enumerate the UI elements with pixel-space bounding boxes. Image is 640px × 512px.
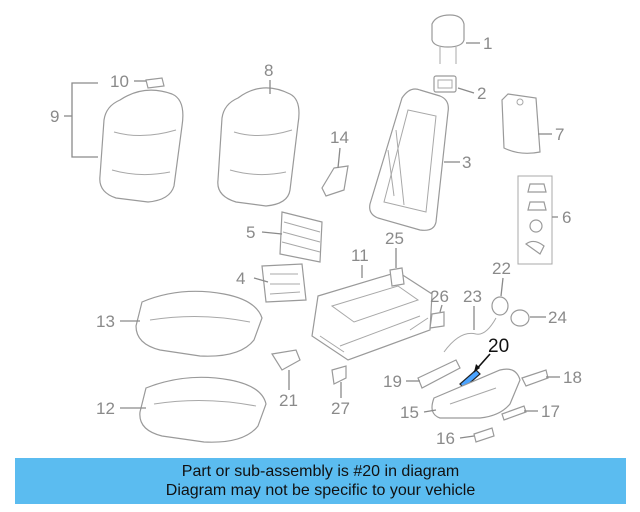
callout-numbers: 1 2 3 4 5 6 7 8 9 10 11 12 13 14 15 16 1… <box>50 34 582 448</box>
callout-8: 8 <box>264 61 273 80</box>
callout-26: 26 <box>430 287 449 306</box>
callout-13: 13 <box>96 312 115 331</box>
info-banner: Part or sub-assembly is #20 in diagram D… <box>15 458 626 504</box>
cap2-part <box>473 427 495 443</box>
banner-line-1: Part or sub-assembly is #20 in diagram <box>181 463 460 480</box>
callout-3: 3 <box>462 153 471 172</box>
seat-parts-diagram: 1 2 3 4 5 6 7 8 9 10 11 12 13 14 15 16 1… <box>50 14 582 448</box>
callout-21: 21 <box>279 391 298 410</box>
callout-12: 12 <box>96 399 115 418</box>
cap-part <box>510 309 530 327</box>
banner-line-2: Diagram may not be specific to your vehi… <box>165 482 476 499</box>
callout-15: 15 <box>400 403 419 422</box>
lumbar-part <box>261 263 307 303</box>
seatback-cover-part <box>217 87 300 207</box>
callout-4: 4 <box>236 269 245 288</box>
rail-cover-part <box>417 359 461 389</box>
headrest-part <box>431 14 465 64</box>
callout-17: 17 <box>541 402 560 421</box>
side-shield-part <box>431 368 521 419</box>
headrest-guide-part <box>433 75 457 93</box>
callout-16: 16 <box>436 429 455 448</box>
knob2-part <box>521 369 549 387</box>
seatback-cushion-part <box>99 77 184 203</box>
callout-18: 18 <box>563 368 582 387</box>
cable-part <box>443 317 497 353</box>
seat-cover-part <box>139 376 267 443</box>
cover-part <box>429 311 445 329</box>
trim-part <box>501 405 527 421</box>
callout-2: 2 <box>477 84 486 103</box>
callout-1: 1 <box>483 34 492 53</box>
callout-20: 20 <box>488 336 509 357</box>
knob-part <box>491 296 509 316</box>
leader-lines <box>64 42 560 439</box>
callout-24: 24 <box>548 308 567 327</box>
callout-23: 23 <box>463 287 482 306</box>
back-panel-part <box>501 93 541 154</box>
clip-part <box>389 267 405 287</box>
callout-6: 6 <box>562 208 571 227</box>
seat-frame-part <box>311 271 433 361</box>
callout-9: 9 <box>50 107 59 126</box>
lever-part <box>271 349 301 371</box>
callout-22: 22 <box>492 259 511 278</box>
callout-27: 27 <box>331 399 350 418</box>
callout-5: 5 <box>246 223 255 242</box>
callout-19: 19 <box>383 372 402 391</box>
bracket2-part <box>331 365 347 385</box>
seat-cushion-part <box>135 290 263 357</box>
callout-25: 25 <box>385 229 404 248</box>
callout-7: 7 <box>555 125 564 144</box>
callout-10: 10 <box>110 72 129 91</box>
seatback-frame-part <box>369 88 449 231</box>
seat-mat-part <box>279 211 323 263</box>
clips-part <box>517 175 553 265</box>
callout-14: 14 <box>330 128 349 147</box>
callout-11: 11 <box>351 246 369 265</box>
bracket-part <box>321 165 349 197</box>
